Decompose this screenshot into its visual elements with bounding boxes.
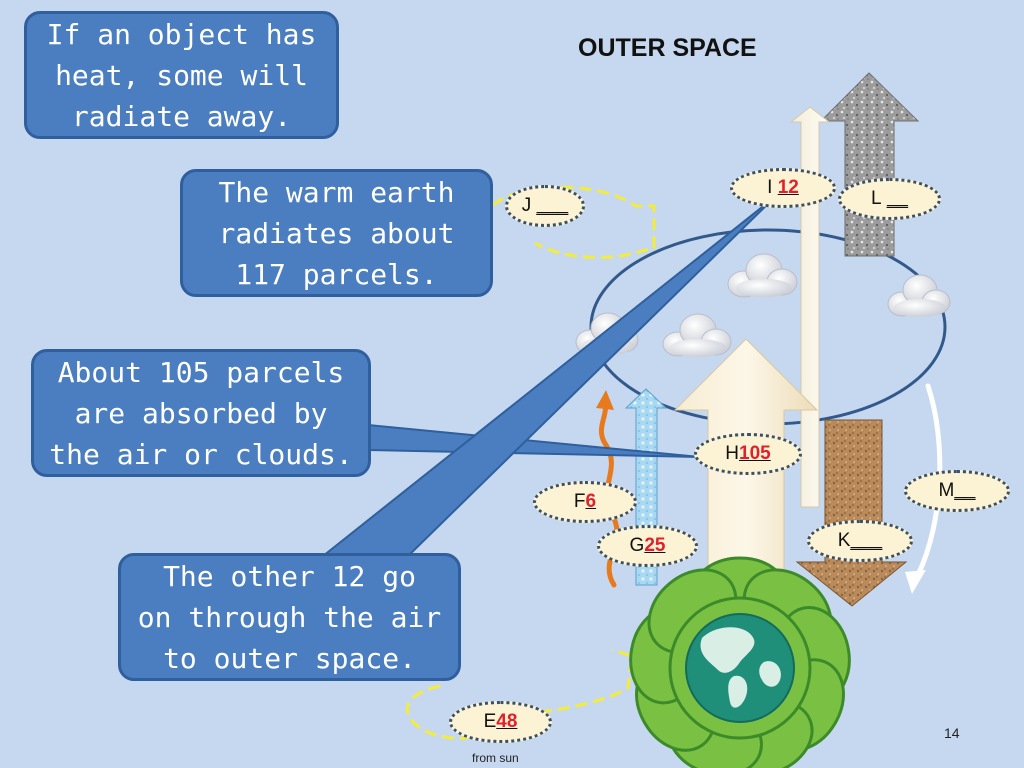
- label-m-blank: __: [954, 480, 976, 501]
- label-j: J ___: [505, 185, 585, 227]
- label-h-value: 105: [739, 443, 771, 464]
- label-g-value: 25: [644, 535, 666, 556]
- label-k-blank: ___: [850, 530, 883, 551]
- earth-icon: [629, 556, 851, 768]
- label-i-letter: I: [767, 177, 773, 198]
- from-sun-label: from sun: [472, 751, 519, 765]
- label-l-blank: __: [886, 188, 908, 209]
- atmosphere-return-arrow-head: [905, 570, 926, 594]
- label-i: I 12: [730, 168, 836, 208]
- label-f-letter: F: [573, 491, 586, 512]
- label-k-letter: K: [837, 530, 851, 551]
- page-number: 14: [944, 725, 960, 741]
- label-g-letter: G: [629, 535, 645, 556]
- label-e-value: 48: [496, 711, 518, 732]
- label-e-letter: E: [483, 711, 497, 732]
- label-l-letter: L: [871, 188, 882, 209]
- cloud-icon: [662, 313, 732, 357]
- callout-outer-space: The other 12 go on through the air to ou…: [118, 553, 461, 681]
- cloud-icon: [887, 274, 951, 317]
- callout-warm-earth: The warm earth radiates about 117 parcel…: [180, 169, 493, 297]
- label-k: K___: [807, 520, 913, 562]
- incoming-loop-e: [405, 648, 634, 740]
- convection-arrow-head: [596, 390, 614, 410]
- label-h-letter: H: [725, 443, 740, 464]
- outer-space-radiation-arrow: [789, 106, 831, 508]
- label-m-letter: M: [938, 480, 955, 501]
- label-i-value: 12: [777, 177, 799, 198]
- label-j-blank: ___: [536, 195, 569, 216]
- callout-radiate: If an object has heat, some will radiate…: [24, 11, 339, 139]
- reflected-arrow-gray: [819, 72, 920, 257]
- label-l: L __: [838, 178, 941, 220]
- label-m: M__: [904, 470, 1010, 512]
- page-title: OUTER SPACE: [578, 34, 757, 62]
- cloud-icon: [727, 253, 798, 298]
- callout-absorbed: About 105 parcels are absorbed by the ai…: [31, 349, 371, 477]
- label-j-letter: J: [521, 195, 532, 216]
- label-f-value: 6: [585, 491, 597, 512]
